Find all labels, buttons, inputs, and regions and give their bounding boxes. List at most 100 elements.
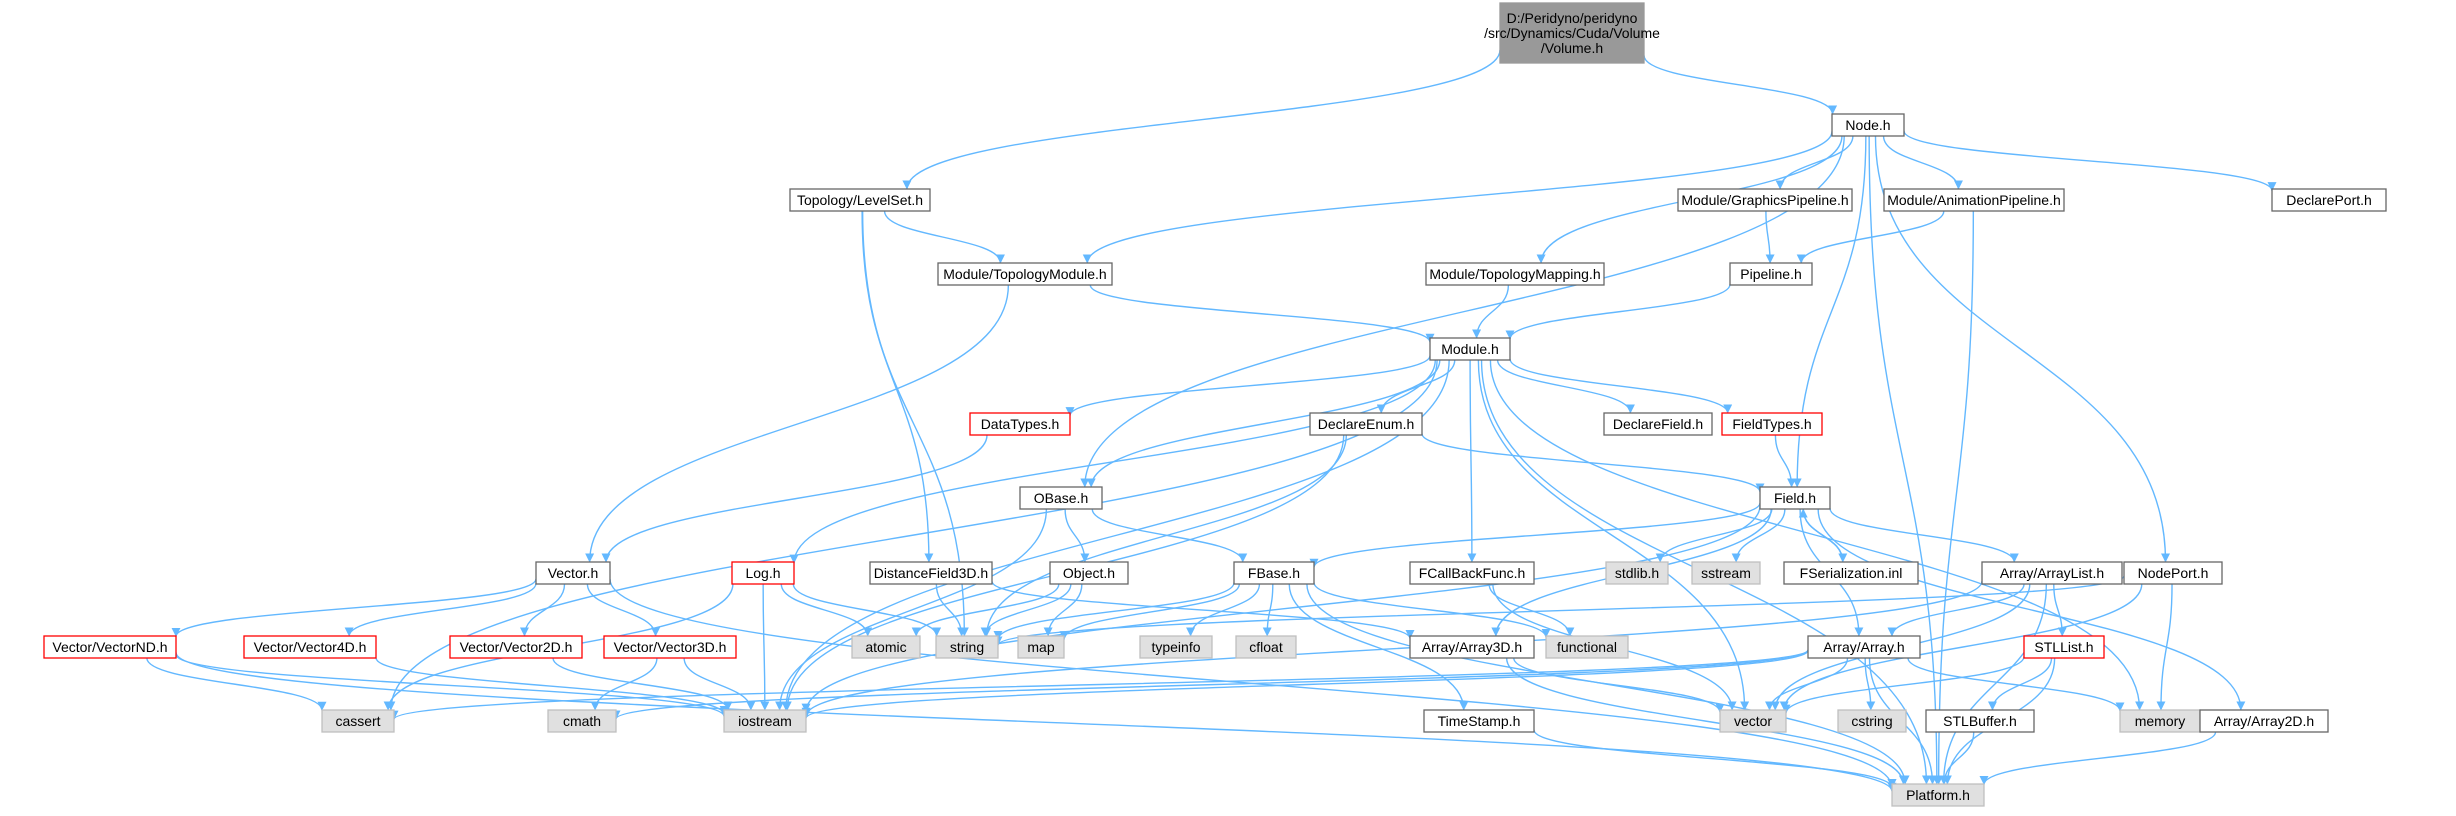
node-datatypes[interactable]: DataTypes.h xyxy=(969,412,1071,436)
edge xyxy=(146,657,327,711)
node-object[interactable]: Object.h xyxy=(1049,561,1129,585)
edge xyxy=(883,210,1005,264)
edge xyxy=(911,583,1060,637)
node-fserialization[interactable]: FSerialization.inl xyxy=(1783,561,1919,585)
edge-nodeport-to-vectorstd xyxy=(1779,583,2143,711)
node-topologymodule[interactable]: Module/TopologyModule.h xyxy=(937,262,1113,286)
node-declareport[interactable]: DeclarePort.h xyxy=(2271,188,2387,212)
node-declareenum[interactable]: DeclareEnum.h xyxy=(1309,412,1423,436)
edge-field-to-stdlib xyxy=(1655,508,1773,563)
node-vector2d[interactable]: Vector/Vector2D.h xyxy=(449,635,583,659)
node-vector4d[interactable]: Vector/Vector4D.h xyxy=(243,635,377,659)
edge xyxy=(1779,583,2143,711)
node-label: /Volume.h xyxy=(1541,40,1603,56)
node-label: FBase.h xyxy=(1248,565,1300,581)
edge xyxy=(1064,508,1090,563)
node-box xyxy=(603,635,737,659)
node-fcallbackfunc[interactable]: FCallBackFunc.h xyxy=(1409,561,1535,585)
node-topologymapping[interactable]: Module/TopologyMapping.h xyxy=(1425,262,1605,286)
edge xyxy=(1817,508,2246,711)
node-box xyxy=(869,561,993,585)
edge-node-to-animationpipeline xyxy=(1882,135,1963,190)
edge-stllist-to-vectorstd xyxy=(1781,656,2025,714)
node-label: FCallBackFunc.h xyxy=(1419,565,1526,581)
node-box xyxy=(547,709,617,733)
edge-vector2d-to-iostream xyxy=(552,657,733,711)
edge-fieldtypes-to-field xyxy=(1774,434,1797,488)
node-label: DistanceField3D.h xyxy=(874,565,988,581)
edge-object-to-map xyxy=(1043,583,1083,637)
edge-array2d-to-platform xyxy=(1979,731,2217,786)
node-box xyxy=(2271,188,2387,212)
node-label: Object.h xyxy=(1063,565,1115,581)
edge xyxy=(1988,657,2053,711)
edge-vectornd-to-cassert xyxy=(146,657,327,711)
edge-obase-to-iostream xyxy=(775,508,1048,711)
edge xyxy=(1765,657,1849,711)
edge xyxy=(344,583,537,637)
node-fieldtypes[interactable]: FieldTypes.h xyxy=(1721,412,1823,436)
node-box xyxy=(535,561,611,585)
edge-array3d-to-vectorstd xyxy=(1513,657,1725,713)
header-nodes: D:/Peridyno/peridyno/src/Dynamics/Cuda/V… xyxy=(43,2,2387,807)
node-vectornd[interactable]: Vector/VectorND.h xyxy=(43,635,177,659)
node-vector3d[interactable]: Vector/Vector3D.h xyxy=(603,635,737,659)
node-field[interactable]: Field.h xyxy=(1759,486,1831,510)
node-array2d[interactable]: Array/Array2D.h xyxy=(2199,709,2329,733)
node-graphicspipeline[interactable]: Module/GraphicsPipeline.h xyxy=(1677,188,1853,212)
edge xyxy=(991,581,1415,639)
node-label: Module/TopologyModule.h xyxy=(943,266,1106,282)
node-stllist[interactable]: STLList.h xyxy=(2023,635,2105,659)
edge-distancefield3d-to-array3d xyxy=(991,581,1415,639)
node-label: FieldTypes.h xyxy=(1732,416,1811,432)
node-array3d[interactable]: Array/Array3D.h xyxy=(1409,635,1535,659)
node-timestamp[interactable]: TimeStamp.h xyxy=(1423,709,1535,733)
node-array[interactable]: Array/Array.h xyxy=(1807,635,1921,659)
node-distancefield3d[interactable]: DistanceField3D.h xyxy=(869,561,993,585)
node-box xyxy=(243,635,377,659)
node-node[interactable]: Node.h xyxy=(1831,113,1905,137)
node-arraylist[interactable]: Array/ArrayList.h xyxy=(1981,561,2123,585)
node-pipeline[interactable]: Pipeline.h xyxy=(1729,262,1813,286)
edge-node-to-declareport xyxy=(1903,130,2277,192)
node-box xyxy=(1783,561,1919,585)
node-box xyxy=(937,262,1113,286)
node-label: Module.h xyxy=(1441,341,1499,357)
node-log[interactable]: Log.h xyxy=(731,561,795,585)
node-obase[interactable]: OBase.h xyxy=(1019,486,1103,510)
node-memory: memory xyxy=(2119,709,2201,733)
node-box xyxy=(1235,635,1297,659)
node-label: Pipeline.h xyxy=(1740,266,1802,282)
edge xyxy=(789,359,1436,564)
edge xyxy=(586,583,661,637)
edge xyxy=(519,583,566,637)
edge xyxy=(1934,210,1975,785)
node-label: NodePort.h xyxy=(2138,565,2209,581)
node-root[interactable]: D:/Peridyno/peridyno/src/Dynamics/Cuda/V… xyxy=(1484,2,1660,64)
node-declarefield[interactable]: DeclareField.h xyxy=(1603,412,1713,436)
node-vector[interactable]: Vector.h xyxy=(535,561,611,585)
node-module[interactable]: Module.h xyxy=(1429,337,1511,361)
edge xyxy=(1091,508,1248,563)
edge xyxy=(760,583,770,711)
node-label: cfloat xyxy=(1249,639,1283,655)
edge xyxy=(1939,731,1975,785)
node-nodeport[interactable]: NodePort.h xyxy=(2123,561,2223,585)
node-label: cstring xyxy=(1851,713,1892,729)
node-fbase[interactable]: FBase.h xyxy=(1233,561,1315,585)
edge-vector-to-vector2d xyxy=(519,583,566,637)
node-label: Module/AnimationPipeline.h xyxy=(1887,192,2061,208)
node-label: DeclarePort.h xyxy=(2286,192,2372,208)
node-animationpipeline[interactable]: Module/AnimationPipeline.h xyxy=(1883,188,2065,212)
edge-stllist-to-stlbuffer xyxy=(1988,657,2053,711)
node-label: Vector/Vector3D.h xyxy=(614,639,727,655)
node-stlbuffer[interactable]: STLBuffer.h xyxy=(1925,709,2035,733)
edge-log-to-iostream xyxy=(760,583,770,711)
node-label: atomic xyxy=(865,639,906,655)
edge xyxy=(1505,657,1908,785)
node-box xyxy=(1729,262,1813,286)
node-label: Module/TopologyMapping.h xyxy=(1429,266,1600,282)
node-levelset[interactable]: Topology/LevelSet.h xyxy=(789,188,931,212)
edge-field-to-sstream xyxy=(1731,508,1786,563)
